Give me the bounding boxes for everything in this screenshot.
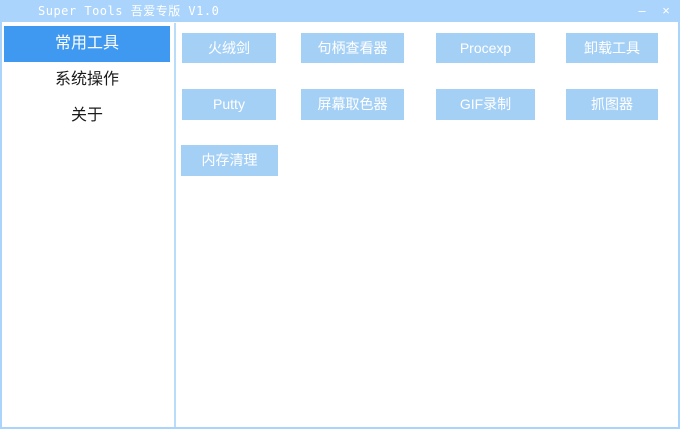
sidebar-divider: [174, 23, 176, 427]
tool-button-huorongjian[interactable]: 火绒剑: [182, 33, 276, 63]
tool-button-screen-capture[interactable]: 抓图器: [566, 89, 658, 120]
sidebar-item-common-tools[interactable]: 常用工具: [4, 26, 170, 62]
close-button[interactable]: ×: [662, 3, 670, 18]
sidebar-item-system-operations[interactable]: 系统操作: [54, 71, 119, 88]
tool-button-handle-viewer[interactable]: 句柄查看器: [301, 33, 404, 63]
window-border-bottom: [0, 427, 680, 429]
sidebar-item-about[interactable]: 关于: [70, 107, 103, 124]
titlebar[interactable]: Super Tools 吾爱专版 V1.0 – ×: [0, 0, 680, 22]
tool-button-procexp[interactable]: Procexp: [436, 33, 535, 63]
tool-button-putty[interactable]: Putty: [182, 89, 276, 120]
tool-button-gif-recorder[interactable]: GIF录制: [436, 89, 535, 120]
window-title: Super Tools 吾爱专版 V1.0: [38, 4, 220, 18]
tool-button-memory-cleaner[interactable]: 内存清理: [181, 145, 278, 176]
tool-button-uninstall-tool[interactable]: 卸载工具: [566, 33, 658, 63]
tool-button-screen-color-picker[interactable]: 屏幕取色器: [301, 89, 404, 120]
window-border-right: [678, 22, 680, 429]
window-border-left: [0, 22, 2, 429]
minimize-button[interactable]: –: [638, 3, 646, 18]
